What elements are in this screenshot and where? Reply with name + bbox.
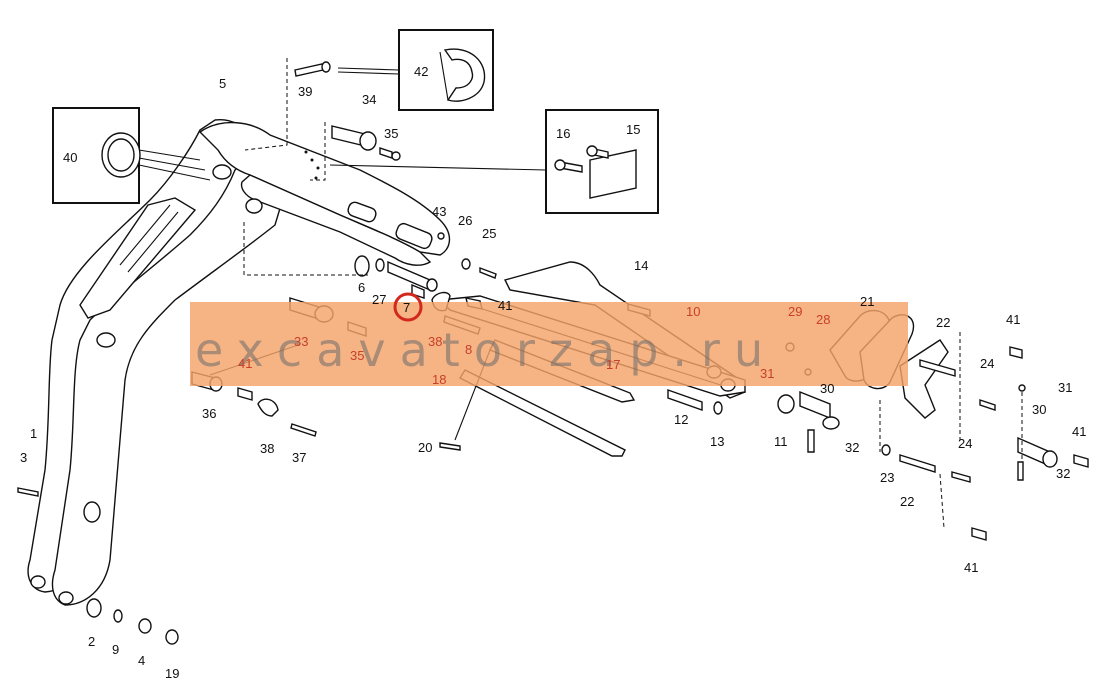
callout-31a: 31 [760,366,774,381]
callout-10: 10 [686,304,700,319]
callout-13: 13 [710,434,724,449]
callout-3: 3 [20,450,27,465]
callout-20: 20 [418,440,432,455]
callout-31b: 31 [1058,380,1072,395]
callout-28: 28 [816,312,830,327]
callout-9: 9 [112,642,119,657]
callout-30b: 30 [1032,402,1046,417]
callout-40: 40 [63,150,77,165]
callout-43: 43 [432,204,446,219]
callout-21: 21 [860,294,874,309]
callout-labels: 1 2 3 4 5 6 7 8 9 10 11 12 13 14 15 16 1… [20,64,1086,681]
callout-32b: 32 [1056,466,1070,481]
dashed-leaders [209,58,1023,529]
callout-4: 4 [138,653,145,668]
callout-22a: 22 [936,315,950,330]
watermark-text: excavatorzap.ru [195,323,777,377]
highlight-ring [393,292,423,322]
callout-24a: 24 [980,356,994,371]
callout-6: 6 [358,280,365,295]
callout-41a: 41 [238,356,252,371]
callout-38a: 38 [428,334,442,349]
callout-16: 16 [556,126,570,141]
callout-24b: 24 [958,436,972,451]
callout-38b: 38 [260,441,274,456]
callout-7: 7 [403,300,410,315]
callout-27: 27 [372,292,386,307]
callout-15: 15 [626,122,640,137]
callout-1: 1 [30,426,37,441]
callout-34: 34 [362,92,376,107]
callout-14: 14 [634,258,648,273]
callout-8: 8 [465,342,472,357]
callout-29: 29 [788,304,802,319]
inset-box-42 [337,29,494,111]
callout-18: 18 [432,372,446,387]
callout-41b: 41 [498,298,512,313]
callout-26: 26 [458,213,472,228]
callout-32a: 32 [845,440,859,455]
callout-2: 2 [88,634,95,649]
watermark: excavatorzap.ru [190,302,908,386]
inset-box-15-16 [329,109,659,214]
callout-12: 12 [674,412,688,427]
callout-5: 5 [219,76,226,91]
callout-11: 11 [774,434,788,449]
callout-33: 33 [294,334,308,349]
callout-19: 19 [165,666,179,681]
callout-23: 23 [880,470,894,485]
callout-22b: 22 [900,494,914,509]
callout-42: 42 [414,64,428,79]
callout-25: 25 [482,226,496,241]
boom-assembly [27,118,451,606]
callout-37: 37 [292,450,306,465]
callout-41c: 41 [1006,312,1020,327]
callout-35a: 35 [384,126,398,141]
boom-pin-marks [304,150,320,180]
callout-41e: 41 [964,560,978,575]
callout-30a: 30 [820,381,834,396]
inset-box-40 [52,107,211,204]
callout-35b: 35 [350,348,364,363]
callout-17: 17 [606,357,620,372]
callout-39: 39 [298,84,312,99]
callout-41d: 41 [1072,424,1086,439]
callout-36: 36 [202,406,216,421]
